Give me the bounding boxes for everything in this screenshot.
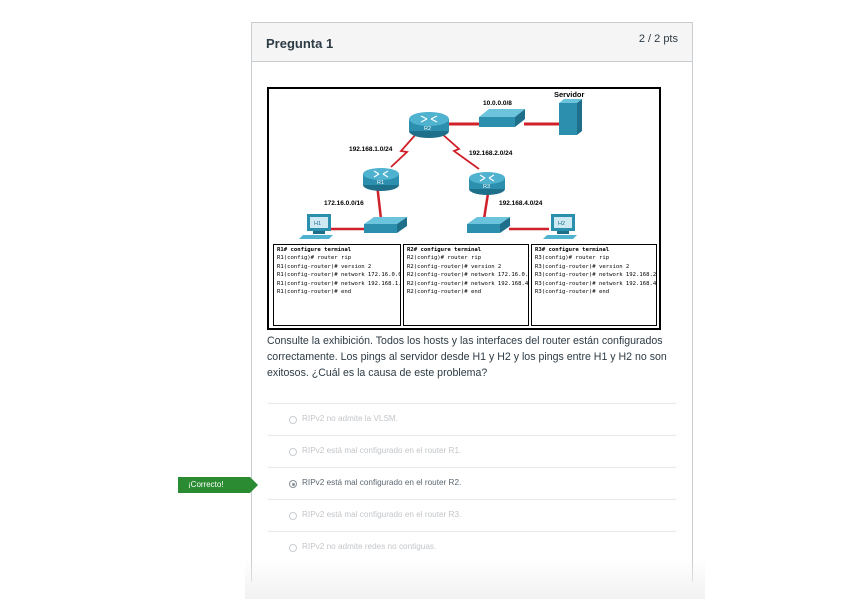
label-r3: R3 (483, 184, 490, 190)
label-link-r2-r3: 192.168.2.0/24 (469, 150, 513, 157)
question-header: Pregunta 1 2 / 2 pts (252, 22, 692, 62)
answer-label: RIPv2 no admite la VLSM. (302, 414, 399, 423)
pc-h2-icon (543, 214, 577, 239)
config-line: R2(config-router)# end (407, 289, 482, 296)
config-line: R1(config-router)# network 172.16.0.0 (277, 272, 401, 279)
switch-left-icon (364, 217, 407, 233)
label-lan-r1: 172.16.0.0/16 (324, 200, 364, 207)
pc-h1-icon (299, 214, 333, 239)
radio-button[interactable] (289, 512, 297, 520)
answer-label: RIPv2 está mal configurado en el router … (302, 446, 462, 455)
question-text: Consulte la exhibición. Todos los hosts … (267, 335, 667, 379)
config-line: R2# configure terminal (407, 247, 482, 253)
question-card: Pregunta 1 2 / 2 pts (251, 22, 693, 582)
label-lan-r3: 192.168.4.0/24 (499, 200, 543, 207)
answer-option[interactable]: RIPv2 está mal configurado en el router … (268, 499, 676, 531)
radio-button[interactable] (289, 416, 297, 424)
config-line: R2(config-router)# network 192.168.4.0 (407, 280, 529, 287)
answer-label: RIPv2 está mal configurado en el router … (302, 510, 462, 519)
answer-option[interactable]: RIPv2 no admite redes no contiguas. (268, 531, 676, 563)
config-line: R1(config-router)# version 2 (277, 263, 372, 270)
label-r2: R2 (424, 126, 431, 132)
answer-option[interactable]: RIPv2 está mal configurado en el router … (268, 435, 676, 467)
radio-button-selected[interactable] (289, 480, 297, 488)
config-line: R2(config)# router rip (407, 255, 482, 262)
label-r1: R1 (377, 180, 384, 186)
radio-button[interactable] (289, 544, 297, 552)
config-line: R1(config-router)# end (277, 289, 352, 296)
radio-button[interactable] (289, 448, 297, 456)
answer-option[interactable]: RIPv2 no admite la VLSM. (268, 403, 676, 435)
config-line: R3(config-router)# network 192.168.2.0 (535, 272, 657, 279)
config-line: R3(config-router)# end (535, 289, 610, 296)
bottom-fade (245, 558, 705, 599)
question-points: 2 / 2 pts (638, 33, 678, 45)
label-net-top: 10.0.0.0/8 (483, 100, 512, 107)
switch-right-icon (467, 217, 510, 233)
correct-badge: ¡Correcto! (178, 477, 258, 493)
config-line: R2(config-router)# network 172.16.0.0 (407, 272, 529, 279)
router-r2-icon (409, 112, 449, 138)
config-line: R3(config)# router rip (535, 255, 610, 262)
router-r1-icon (363, 168, 399, 191)
label-link-r1-r2: 192.168.1.0/24 (349, 146, 393, 153)
config-line: R1(config-router)# network 192.168.1.0 (277, 280, 401, 287)
config-line: R3(config-router)# network 192.168.4.0 (535, 280, 657, 287)
network-exhibit: 10.0.0.0/8 Servidor 192.168.1.0/24 192.1… (267, 87, 661, 330)
label-server: Servidor (554, 90, 585, 99)
server-icon (559, 99, 582, 135)
config-line: R3# configure terminal (535, 247, 610, 253)
config-line: R2(config-router)# version 2 (407, 263, 502, 270)
router-r3-icon (469, 172, 505, 195)
answer-list: RIPv2 no admite la VLSM. RIPv2 está mal … (268, 403, 676, 563)
topology-diagram: 10.0.0.0/8 Servidor 192.168.1.0/24 192.1… (299, 90, 585, 239)
label-h2: H2 (558, 221, 565, 227)
label-h1: H1 (314, 221, 321, 227)
answer-option-selected[interactable]: RIPv2 está mal configurado en el router … (268, 467, 676, 499)
answer-label: RIPv2 está mal configurado en el router … (302, 478, 462, 487)
config-line: R3(config-router)# version 2 (535, 263, 630, 270)
answer-label: RIPv2 no admite redes no contiguas. (302, 542, 437, 551)
question-title: Pregunta 1 (266, 36, 334, 51)
switch-top-icon (479, 109, 525, 127)
config-line: R1(config)# router rip (277, 255, 352, 262)
config-line: R1# configure terminal (277, 247, 352, 253)
